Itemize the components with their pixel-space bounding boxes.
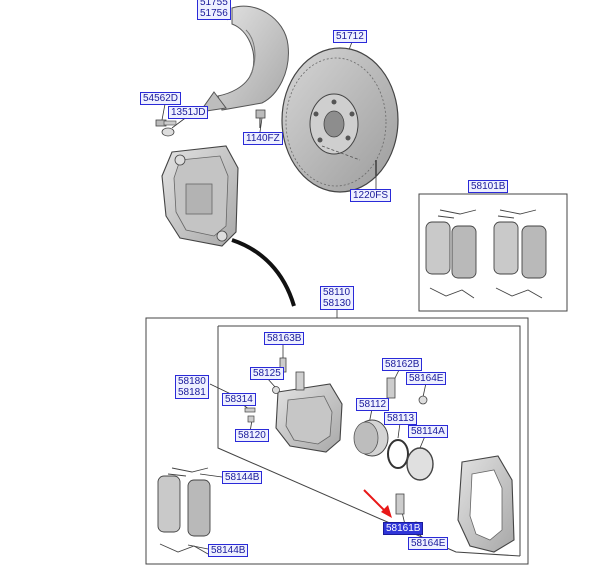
label-dust-shield-top: 51755 (200, 0, 228, 8)
label-caliper-assembly-bottom: 58130 (323, 298, 351, 309)
label-small-bolt[interactable]: 58314 (222, 393, 256, 406)
label-dust-boot[interactable]: 58114A (408, 425, 448, 438)
label-caliper-assembly[interactable]: 58110 58130 (320, 286, 354, 310)
label-guide-rod[interactable]: 58162B (382, 358, 423, 371)
label-caliper-body-bottom: 58181 (178, 387, 206, 398)
pad-set-drawing (157, 467, 211, 555)
label-guide-boot[interactable]: 58164E (406, 372, 447, 385)
label-guide-boot-lower[interactable]: 58164E (408, 537, 449, 550)
caliper-carrier (457, 455, 515, 553)
bleeder-cap (272, 386, 280, 394)
label-dust-shield-bottom: 51756 (200, 8, 228, 19)
label-bleeder[interactable]: 58163B (264, 332, 305, 345)
label-pad-set-lower[interactable]: 58144B (208, 544, 249, 557)
label-dust-shield[interactable]: 51755 51756 (197, 0, 231, 20)
shield-bolt (255, 109, 266, 128)
hub-bolt (155, 119, 177, 127)
label-caliper-body[interactable]: 58180 58181 (175, 375, 209, 399)
label-hub-bolt[interactable]: 54562D (140, 92, 182, 105)
label-shield-bolt[interactable]: 1140FZ (243, 132, 283, 145)
label-disc-screw[interactable]: 1220FS (350, 189, 392, 202)
guide-rod-upper (386, 377, 396, 399)
label-plug[interactable]: 58120 (235, 429, 269, 442)
piston-seal (387, 439, 409, 469)
small-bolt (244, 407, 256, 413)
label-cap[interactable]: 58125 (250, 367, 284, 380)
dust-boot (406, 447, 434, 481)
plug (247, 415, 255, 423)
label-piston[interactable]: 58112 (356, 398, 390, 411)
pointer-arrow (363, 489, 392, 518)
guide-rod-lower (395, 493, 405, 515)
exploded-frame (145, 317, 529, 565)
label-pad-kit[interactable]: 58101B (468, 180, 509, 193)
caliper-body (275, 371, 343, 453)
label-pad-set[interactable]: 58144B (222, 471, 263, 484)
guide-boot-upper (418, 395, 428, 405)
caliper-assembly-upper (161, 145, 239, 247)
washer (161, 127, 175, 137)
label-caliper-assembly-top: 58110 (323, 287, 351, 298)
label-piston-seal[interactable]: 58113 (384, 412, 418, 425)
piston (353, 419, 389, 457)
dust-shield (198, 5, 289, 113)
brake-disc (281, 47, 399, 193)
label-guide-rod-lower[interactable]: 58161B (383, 522, 424, 535)
label-disc[interactable]: 51712 (333, 30, 367, 43)
assembly-connector-curve (231, 238, 296, 307)
label-washer[interactable]: 1351JD (168, 106, 209, 119)
label-caliper-body-top: 58180 (178, 376, 206, 387)
pad-kit-drawing (425, 209, 547, 299)
